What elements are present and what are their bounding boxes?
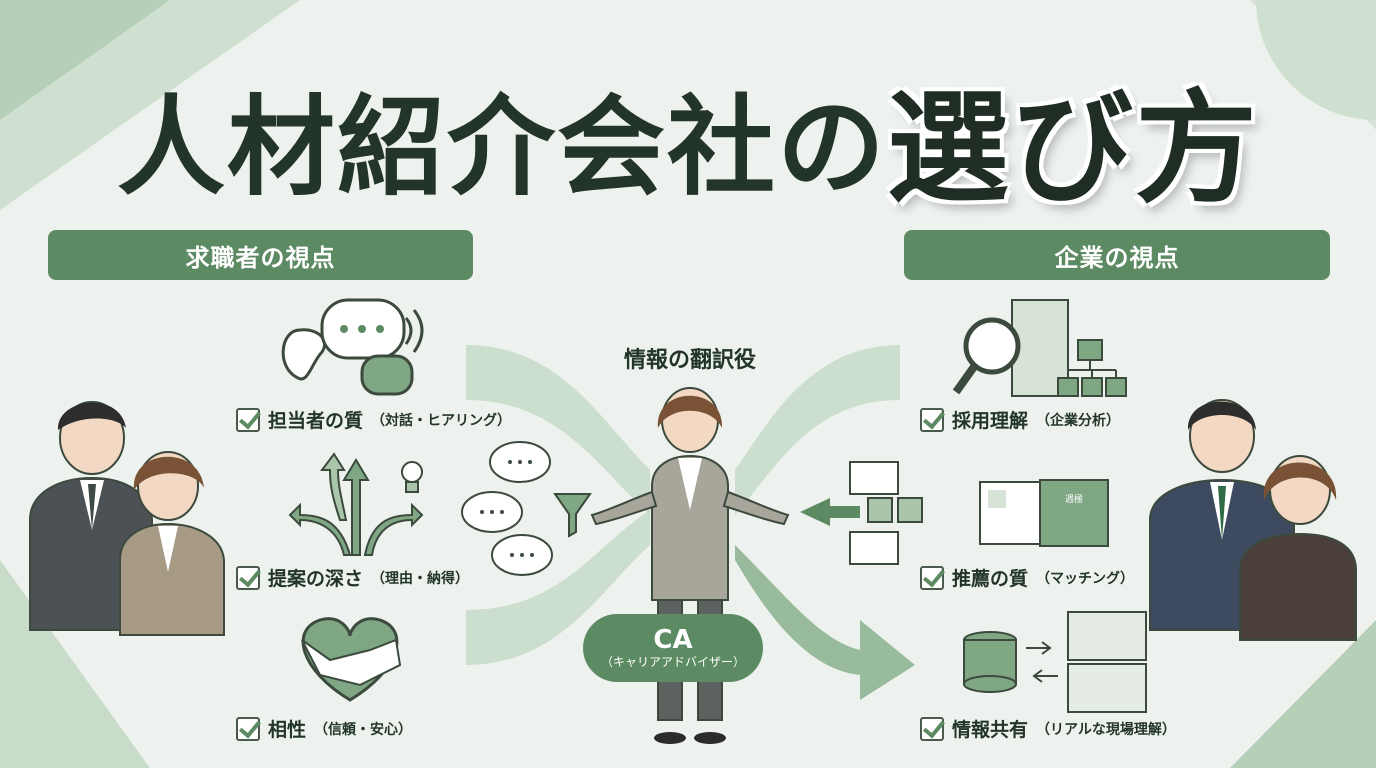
career-advisor-badge: CA （キャリアアドバイザー） <box>583 614 763 682</box>
company-item-hiring-understanding: 採用理解 （企業分析） <box>920 406 1120 433</box>
item-label: 提案の深さ <box>268 568 364 590</box>
item-sub: （企業分析） <box>1036 412 1121 429</box>
checkbox-icon <box>920 716 944 741</box>
flow-band-right-top <box>735 345 900 515</box>
company-item-recommendation-quality: 推薦の質 （マッチング） <box>920 564 1134 591</box>
item-label: 採用理解 <box>952 410 1029 432</box>
branching-arrows-icon <box>288 452 424 556</box>
ca-title: CA <box>653 625 693 655</box>
company-people-illustration <box>1149 399 1357 641</box>
jobseeker-perspective-header: 求職者の視点 <box>48 230 473 280</box>
title-main: 人材紹介会社の <box>116 85 887 211</box>
corner-decoration-bottom-right <box>1230 620 1376 768</box>
item-label: 推薦の質 <box>952 568 1029 590</box>
org-chart-flow-icon <box>800 461 923 565</box>
jobseeker-item-proposal-depth: 提案の深さ （理由・納得） <box>236 564 469 591</box>
jobseeker-item-compatibility: 相性 （信頼・安心） <box>236 715 412 742</box>
item-sub: （理由・納得） <box>371 570 470 587</box>
item-sub: （信頼・安心） <box>314 721 413 738</box>
company-perspective-header: 企業の視点 <box>904 230 1330 280</box>
jobseeker-item-staff-quality: 担当者の質 （対話・ヒアリング） <box>236 406 511 433</box>
translator-role-label: 情報の翻訳役 <box>623 348 756 373</box>
ca-subtitle: （キャリアアドバイザー） <box>600 655 745 669</box>
flow-band-right-bottom <box>735 545 915 700</box>
company-item-information-sharing: 情報共有 （リアルな現場理解） <box>920 715 1176 742</box>
checkbox-icon <box>236 407 260 432</box>
ear-speech-icon <box>281 298 424 396</box>
main-title: 人材紹介会社の選び方 <box>0 50 1376 227</box>
checkbox-icon <box>920 407 944 432</box>
item-label: 情報共有 <box>952 719 1029 741</box>
jobseeker-people-illustration <box>29 401 225 636</box>
thought-cloud-funnel-icon <box>461 441 592 576</box>
item-sub: （マッチング） <box>1036 570 1135 587</box>
item-label: 担当者の質 <box>268 410 364 432</box>
flow-band-left-top <box>466 345 650 515</box>
lightbulb-icon <box>401 461 423 483</box>
information-sharing-icon <box>963 611 1147 713</box>
item-sub: （対話・ヒアリング） <box>371 412 512 429</box>
checkbox-icon <box>236 716 260 741</box>
title-emphasis: 選び方 <box>887 78 1259 220</box>
item-sub: （リアルな現場理解） <box>1036 721 1176 738</box>
flow-band-left-bottom <box>466 510 650 665</box>
career-advisor-illustration <box>590 387 790 744</box>
puzzle-label: 週極 <box>1065 493 1083 505</box>
puzzle-matching-icon: 週極 <box>979 479 1109 547</box>
checkbox-icon <box>920 565 944 590</box>
item-label: 相性 <box>268 719 307 741</box>
handshake-heart-icon <box>301 617 402 702</box>
company-analysis-icon <box>952 299 1127 397</box>
checkbox-icon <box>236 565 260 590</box>
